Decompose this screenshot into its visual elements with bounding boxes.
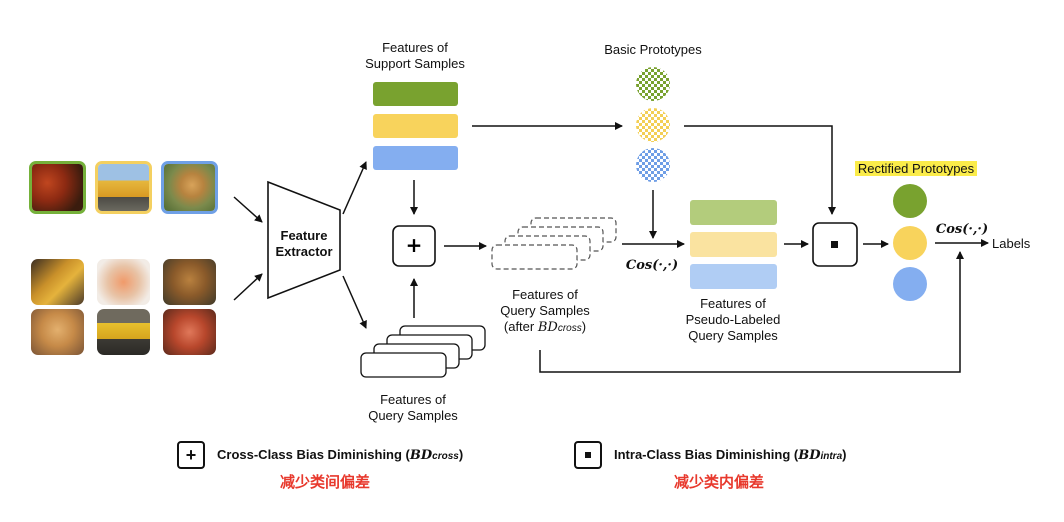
- arrow-query-after-to-final-cos: [539, 251, 964, 373]
- legend-cross-text: Cross-Class Bias Diminishing (BDcross): [217, 447, 464, 463]
- basic-prototype-blue: [636, 148, 670, 182]
- arrow-query-to-extractor: [233, 273, 263, 301]
- legend-intra-chinese: 减少类内偏差: [674, 473, 765, 491]
- basic-prototypes-label: Basic Prototypes: [604, 42, 702, 57]
- legend-dot-symbol: [585, 452, 591, 458]
- legend-cross-chinese: 减少类间偏差: [280, 473, 371, 491]
- feature-extractor-label: Feature Extractor: [275, 228, 333, 259]
- query-image-dog-1: [163, 259, 216, 305]
- query-image-crab-2: [163, 309, 216, 355]
- support-image-bus: [95, 161, 152, 214]
- support-feature-green: [373, 82, 458, 106]
- support-image-crab: [29, 161, 86, 214]
- rectified-prototype-yellow: [893, 226, 927, 260]
- pseudo-feature-blue: [690, 264, 777, 289]
- arrow-extractor-to-support: [342, 161, 367, 215]
- rectified-prototype-blue: [893, 267, 927, 301]
- support-feature-blue: [373, 146, 458, 170]
- query-image-bus-2: [97, 309, 150, 355]
- support-feature-yellow: [373, 114, 458, 138]
- arrow-prototypes-to-dot: [684, 125, 836, 215]
- cos-right-label: Cos(·,·): [935, 222, 989, 237]
- dot-operator-symbol: [831, 241, 838, 248]
- legend-intra-text: Intra-Class Bias Diminishing (BDintra): [614, 447, 847, 463]
- basic-prototype-green: [636, 67, 670, 101]
- pseudo-labeled-label: Features of Pseudo-Labeled Query Samples: [685, 296, 781, 343]
- legend-intra-symbol-box: [574, 441, 602, 469]
- pseudo-feature-green: [690, 200, 777, 225]
- cross-class-operator-box: [392, 225, 436, 267]
- arrow-extractor-to-query: [342, 275, 367, 329]
- labels-output: Labels: [992, 236, 1031, 251]
- query-features-stack: [360, 325, 486, 378]
- query-after-stack: [491, 217, 617, 270]
- query-image-dog-2: [31, 309, 84, 355]
- legend-cross-symbol-box: +: [177, 441, 205, 469]
- query-image-bus-1: [31, 259, 84, 305]
- support-features-label: Features of Support Samples: [365, 40, 465, 71]
- query-after-label: Features of Query Samples (after BDcross…: [500, 287, 590, 335]
- arrow-support-to-extractor: [233, 196, 263, 223]
- basic-prototype-yellow: [636, 108, 670, 142]
- cos-mid-label: Cos(·,·): [625, 258, 679, 273]
- legend-plus-symbol: +: [185, 444, 197, 465]
- rectified-prototype-green: [893, 184, 927, 218]
- query-features-label: Features of Query Samples: [368, 392, 458, 423]
- rectified-prototypes-label: Rectified Prototypes: [846, 161, 986, 177]
- query-image-crab-1: [97, 259, 150, 305]
- pseudo-feature-yellow: [690, 232, 777, 257]
- support-image-dog: [161, 161, 218, 214]
- feature-extractor-shape: [267, 180, 341, 300]
- plus-operator-symbol: +: [406, 233, 423, 257]
